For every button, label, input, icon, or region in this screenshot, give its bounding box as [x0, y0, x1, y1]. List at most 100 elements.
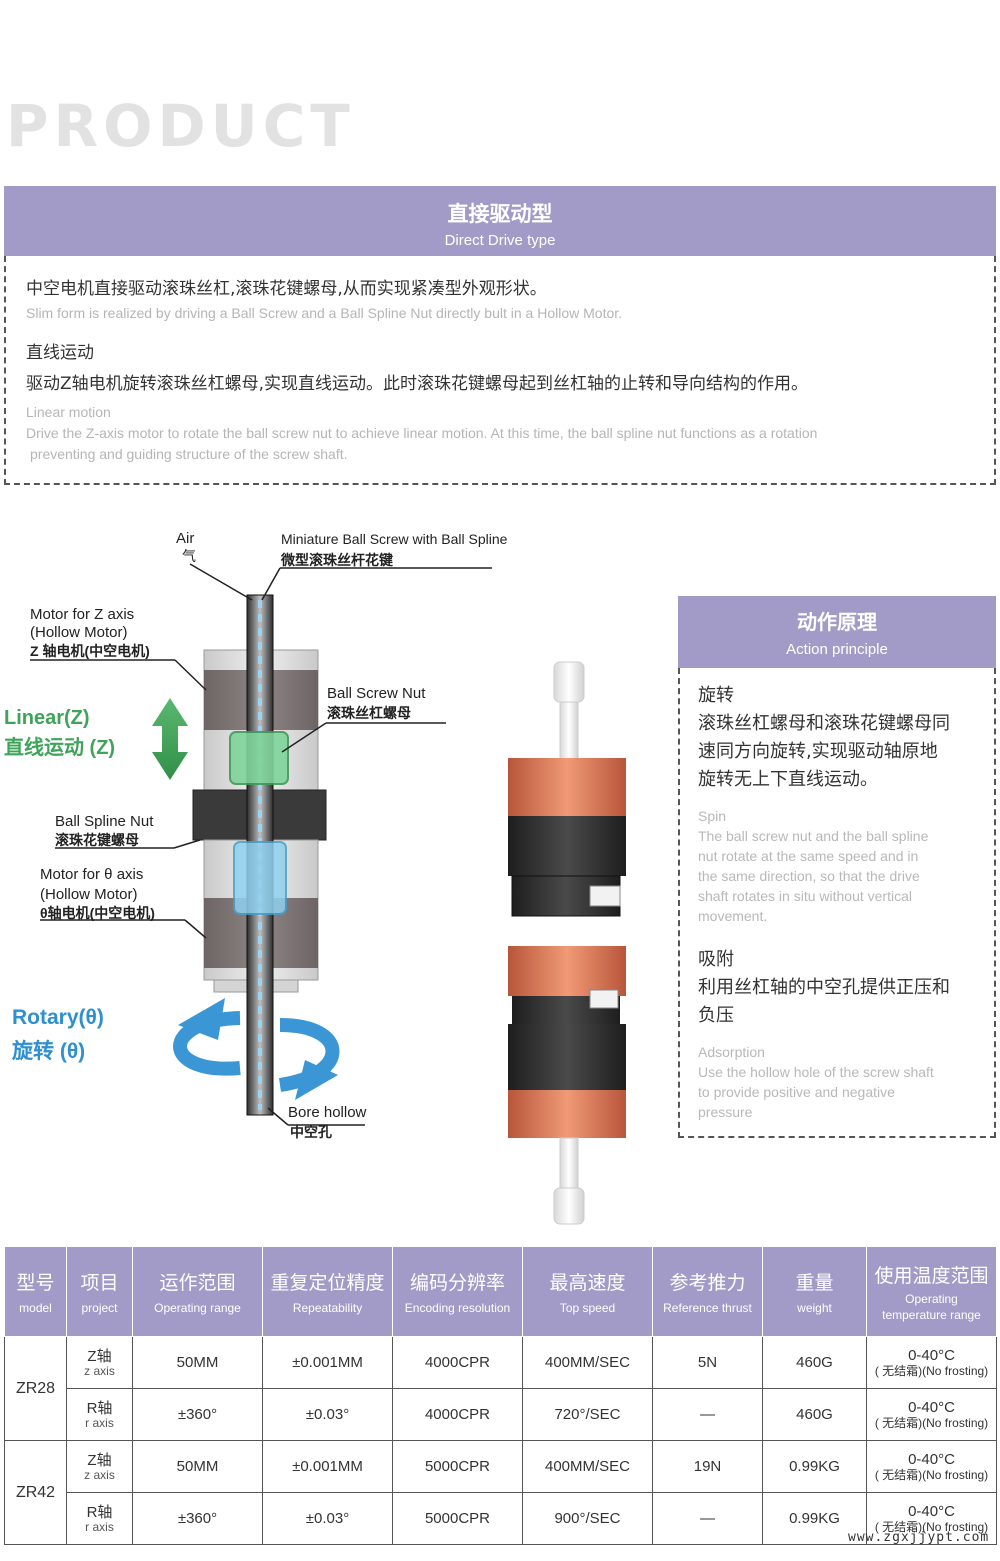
label-air-zh: 气: [182, 548, 196, 564]
brand-title: PRODUCT: [6, 92, 355, 160]
speed-cell: 900°/SEC: [522, 1492, 653, 1545]
direct-drive-header: 直接驱动型 Direct Drive type: [4, 186, 996, 256]
adsorption-title-en: Adsorption: [698, 1044, 765, 1060]
label-rotary-en: Rotary(θ): [12, 1006, 104, 1029]
encoder-cell: 4000CPR: [392, 1336, 523, 1389]
repeat-cell: ±0.03°: [262, 1492, 393, 1545]
range-cell: 50MM: [132, 1336, 263, 1389]
label-bore-en: Bore hollow: [288, 1104, 367, 1121]
thrust-cell: —: [652, 1388, 763, 1441]
intro-line1-en: Slim form is realized by driving a Ball …: [26, 305, 623, 321]
action-principle-text: 旋转 滚珠丝杠螺母和滚珠花键螺母同 速同方向旋转,实现驱动轴原地 旋转无上下直线…: [678, 668, 996, 1138]
repeat-cell: ±0.03°: [262, 1388, 393, 1441]
spin-text-en-3: the same direction, so that the drive: [698, 868, 920, 884]
encoder-cell: 4000CPR: [392, 1388, 523, 1441]
linear-motion-text-en-a: Drive the Z-axis motor to rotate the bal…: [26, 425, 818, 441]
model-cell: ZR42: [4, 1440, 67, 1545]
label-motor-theta-en: Motor for θ axis: [40, 866, 144, 883]
label-ball-spline-nut-zh: 滚珠花键螺母: [55, 832, 139, 848]
spin-text-zh-3: 旋转无上下直线运动。: [698, 769, 878, 790]
linear-motion-text-zh: 驱动Z轴电机旋转滚珠丝杠螺母,实现直线运动。此时滚珠花键螺母起到丝杠轴的止转和导…: [26, 374, 809, 394]
repeat-cell: ±0.001MM: [262, 1440, 393, 1493]
weight-cell: 460G: [762, 1388, 867, 1441]
label-linear-zh: 直线运动 (Z): [4, 737, 116, 759]
linear-motion-title-zh: 直线运动: [26, 343, 94, 363]
temp-cell: 0-40°C( 无结霜)(No frosting): [866, 1492, 997, 1545]
action-title-en: Action principle: [786, 641, 888, 658]
repeat-cell: ±0.001MM: [262, 1336, 393, 1389]
temp-cell: 0-40°C( 无结霜)(No frosting): [866, 1440, 997, 1493]
header-title-en: Direct Drive type: [444, 232, 556, 249]
label-motor-z-zh: Z 轴电机(中空电机): [30, 643, 150, 659]
linear-motion-text-en-b: preventing and guiding structure of the …: [30, 446, 348, 462]
model-cell: ZR28: [4, 1336, 67, 1441]
intro-description: 中空电机直接驱动滚珠丝杠,滚珠花键螺母,从而实现紧凑型外观形状。 Slim fo…: [4, 256, 996, 485]
spin-text-zh-2: 速同方向旋转,实现驱动轴原地: [698, 741, 938, 762]
thrust-cell: —: [652, 1492, 763, 1545]
thrust-cell: 5N: [652, 1336, 763, 1389]
label-motor-theta-en2: (Hollow Motor): [40, 886, 138, 903]
label-motor-theta-zh: θ轴电机(中空电机): [40, 905, 155, 921]
linear-motion-title-en: Linear motion: [26, 404, 111, 420]
adsorption-text-zh-1: 利用丝杠轴的中空孔提供正压和: [698, 977, 950, 998]
diagram-drawing: [30, 563, 492, 1126]
speed-cell: 400MM/SEC: [522, 1440, 653, 1493]
range-cell: 50MM: [132, 1440, 263, 1493]
label-ball-screw-nut-en: Ball Screw Nut: [327, 685, 426, 702]
label-bore-zh: 中空孔: [290, 1124, 332, 1140]
spin-title-zh: 旋转: [698, 685, 734, 706]
intro-line1-zh: 中空电机直接驱动滚珠丝杠,滚珠花键螺母,从而实现紧凑型外观形状。: [26, 279, 547, 299]
adsorption-text-en-3: pressure: [698, 1104, 753, 1120]
speed-cell: 400MM/SEC: [522, 1336, 653, 1389]
label-ball-spline-nut-en: Ball Spline Nut: [55, 813, 154, 830]
range-cell: ±360°: [132, 1492, 263, 1545]
encoder-cell: 5000CPR: [392, 1492, 523, 1545]
label-screw-en: Miniature Ball Screw with Ball Spline: [281, 531, 508, 547]
spin-title-en: Spin: [698, 808, 727, 824]
actuator-product-image: [508, 661, 626, 1225]
temp-cell: 0-40°C( 无结霜)(No frosting): [866, 1388, 997, 1441]
adsorption-title-zh: 吸附: [698, 949, 734, 970]
weight-cell: 0.99KG: [762, 1440, 867, 1493]
spin-text-en-5: movement.: [698, 908, 768, 924]
cross-section-diagram: Air 气 Miniature Ball Screw with Ball Spl…: [0, 520, 520, 1160]
spin-text-en-1: The ball screw nut and the ball spline: [698, 828, 929, 844]
thrust-cell: 19N: [652, 1440, 763, 1493]
temp-cell: 0-40°C( 无结霜)(No frosting): [866, 1336, 997, 1389]
encoder-cell: 5000CPR: [392, 1440, 523, 1493]
adsorption-text-en-1: Use the hollow hole of the screw shaft: [698, 1064, 934, 1080]
label-motor-z-en: Motor for Z axis: [30, 606, 135, 623]
speed-cell: 720°/SEC: [522, 1388, 653, 1441]
spin-text-zh-1: 滚珠丝杠螺母和滚珠花键螺母同: [698, 713, 950, 734]
label-motor-z-en2: (Hollow Motor): [30, 624, 128, 641]
spin-text-en-4: shaft rotates in situ without vertical: [698, 888, 912, 904]
adsorption-text-zh-2: 负压: [698, 1005, 734, 1026]
action-principle-header: 动作原理 Action principle: [678, 596, 996, 668]
range-cell: ±360°: [132, 1388, 263, 1441]
weight-cell: 460G: [762, 1336, 867, 1389]
label-ball-screw-nut-zh: 滚珠丝杠螺母: [327, 705, 411, 721]
adsorption-text-en-2: to provide positive and negative: [698, 1084, 895, 1100]
header-title-zh: 直接驱动型: [447, 202, 553, 226]
label-rotary-zh: 旋转 (θ): [12, 1040, 86, 1063]
watermark-url: www.zgxjjypt.com: [848, 1530, 990, 1545]
label-air-en: Air: [176, 530, 195, 547]
